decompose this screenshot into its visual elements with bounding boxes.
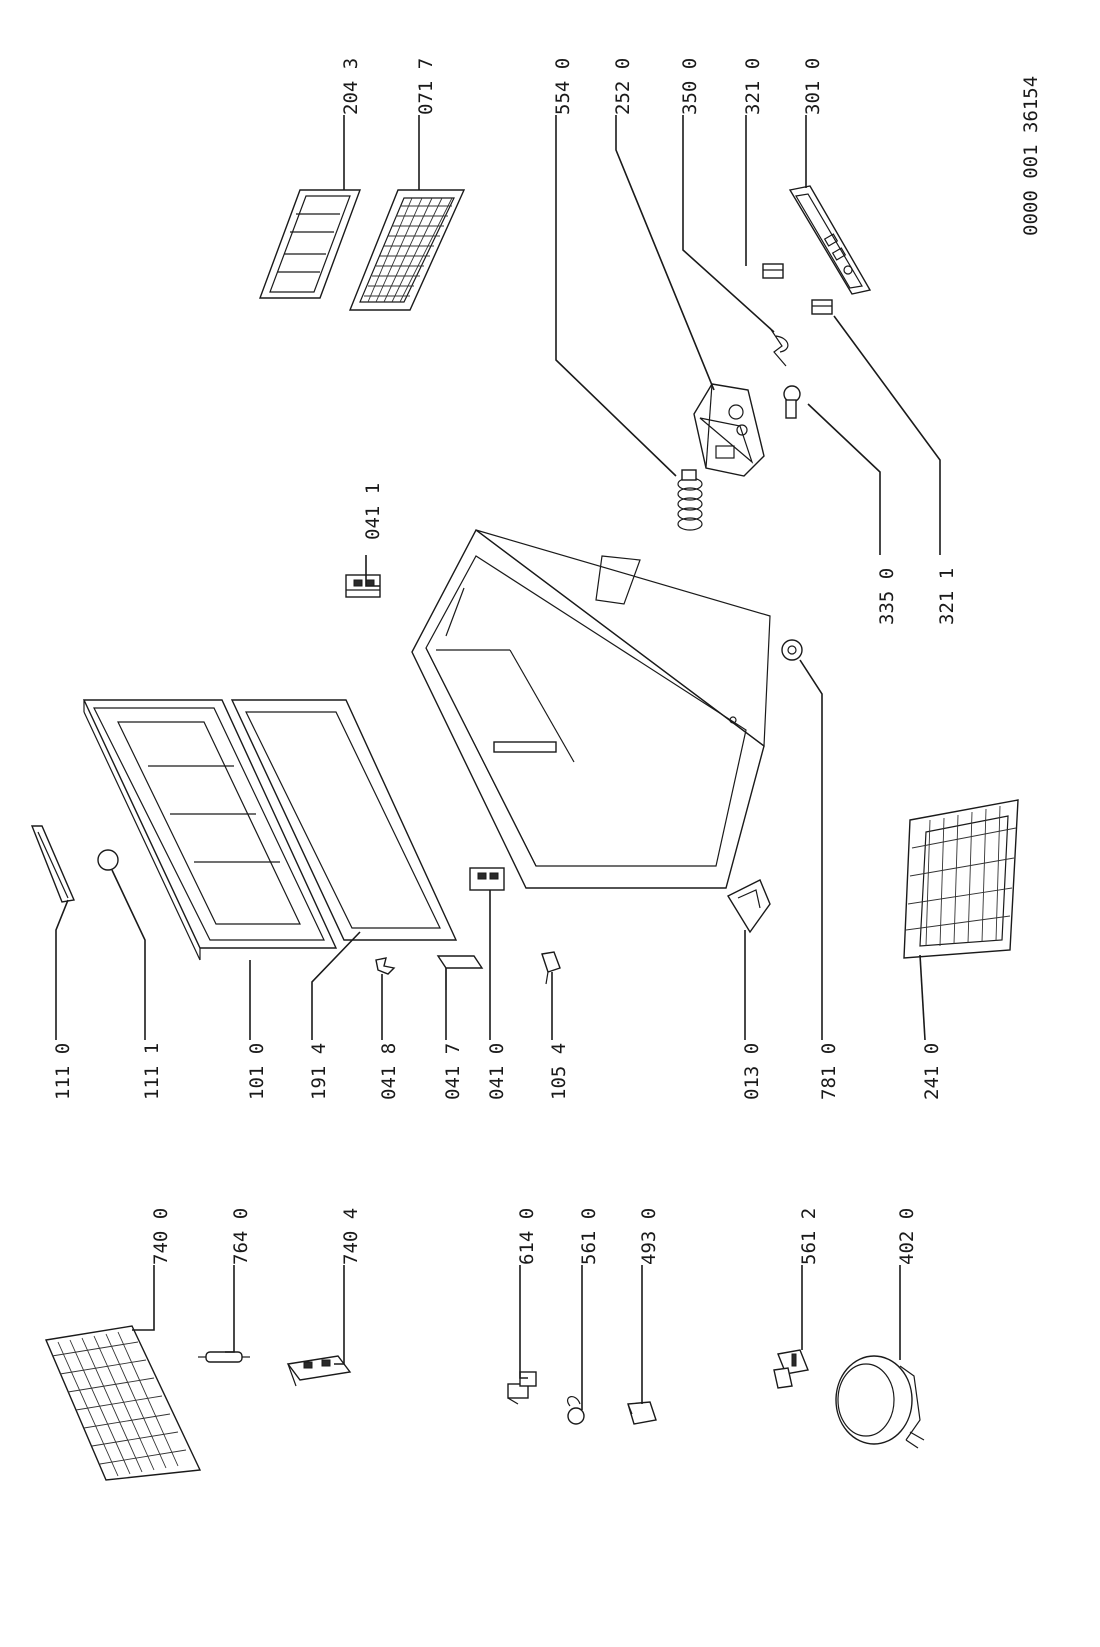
label-740-4: 740 4 bbox=[340, 1208, 362, 1265]
label-614-0: 614 0 bbox=[516, 1208, 538, 1265]
label-111-1: 111 1 bbox=[141, 1043, 163, 1100]
label-111-0: 111 0 bbox=[52, 1043, 74, 1100]
part-554-0-spring[interactable] bbox=[677, 469, 703, 531]
part-335-0-knob[interactable] bbox=[783, 385, 801, 419]
part-350-0-bulb-clip[interactable] bbox=[769, 327, 789, 367]
label-204-3: 204 3 bbox=[340, 58, 362, 115]
part-321-0-switch[interactable] bbox=[762, 263, 784, 279]
part-402-0-compressor[interactable] bbox=[835, 1355, 925, 1449]
label-041-8: 041 8 bbox=[378, 1043, 400, 1100]
part-041-1-hinge[interactable] bbox=[345, 574, 381, 598]
label-781-0: 781 0 bbox=[818, 1043, 840, 1100]
label-071-7: 071 7 bbox=[415, 58, 437, 115]
part-041-8-clip[interactable] bbox=[375, 957, 396, 975]
label-493-0: 493 0 bbox=[638, 1208, 660, 1265]
part-740-4-clamp[interactable] bbox=[286, 1355, 352, 1387]
label-252-0: 252 0 bbox=[612, 58, 634, 115]
label-350-0: 350 0 bbox=[679, 58, 701, 115]
part-764-0-drier-filter[interactable] bbox=[198, 1351, 250, 1363]
label-041-7: 041 7 bbox=[442, 1043, 464, 1100]
part-561-2-starter[interactable] bbox=[773, 1349, 809, 1389]
part-614-0-relay[interactable] bbox=[507, 1371, 537, 1405]
part-041-7-hinge-cover[interactable] bbox=[436, 955, 484, 990]
part-740-0-condenser[interactable] bbox=[45, 1325, 202, 1481]
label-041-0: 041 0 bbox=[486, 1043, 508, 1100]
part-781-0-drain-plug[interactable] bbox=[781, 639, 803, 661]
part-101-0-lid[interactable] bbox=[82, 699, 338, 961]
part-013-0-foot[interactable] bbox=[727, 879, 771, 934]
drawing-id-label: 0000 001 36154 bbox=[1020, 76, 1042, 236]
part-241-0-wire-basket[interactable] bbox=[903, 799, 1019, 959]
label-740-0: 740 0 bbox=[150, 1208, 172, 1265]
part-301-0-control-panel[interactable] bbox=[788, 185, 872, 295]
label-301-0: 301 0 bbox=[802, 58, 824, 115]
label-321-1: 321 1 bbox=[936, 568, 958, 625]
part-252-0-thermostat-housing[interactable] bbox=[693, 383, 765, 477]
part-191-4-lid-gasket[interactable] bbox=[230, 699, 458, 941]
cabinet-body bbox=[411, 528, 771, 889]
label-241-0: 241 0 bbox=[921, 1043, 943, 1100]
label-561-2: 561 2 bbox=[798, 1208, 820, 1265]
part-321-1-switch[interactable] bbox=[811, 299, 833, 315]
part-493-0-terminal-cover[interactable] bbox=[627, 1401, 657, 1425]
label-561-0: 561 0 bbox=[578, 1208, 600, 1265]
part-561-0-overload[interactable] bbox=[567, 1396, 585, 1425]
label-105-4: 105 4 bbox=[548, 1043, 570, 1100]
part-041-0-hinge[interactable] bbox=[469, 867, 505, 891]
label-101-0: 101 0 bbox=[246, 1043, 268, 1100]
part-204-3-divider-tray[interactable] bbox=[258, 189, 362, 299]
part-105-4-lock-part[interactable] bbox=[541, 951, 561, 985]
label-041-1: 041 1 bbox=[362, 483, 384, 540]
part-111-1-lock-cap[interactable] bbox=[97, 849, 119, 871]
label-554-0: 554 0 bbox=[552, 58, 574, 115]
label-335-0: 335 0 bbox=[876, 568, 898, 625]
label-191-4: 191 4 bbox=[308, 1043, 330, 1100]
part-111-0-handle[interactable] bbox=[30, 825, 75, 903]
part-071-7-grille[interactable] bbox=[348, 189, 466, 311]
label-321-0: 321 0 bbox=[742, 58, 764, 115]
label-764-0: 764 0 bbox=[230, 1208, 252, 1265]
label-402-0: 402 0 bbox=[896, 1208, 918, 1265]
label-013-0: 013 0 bbox=[741, 1043, 763, 1100]
